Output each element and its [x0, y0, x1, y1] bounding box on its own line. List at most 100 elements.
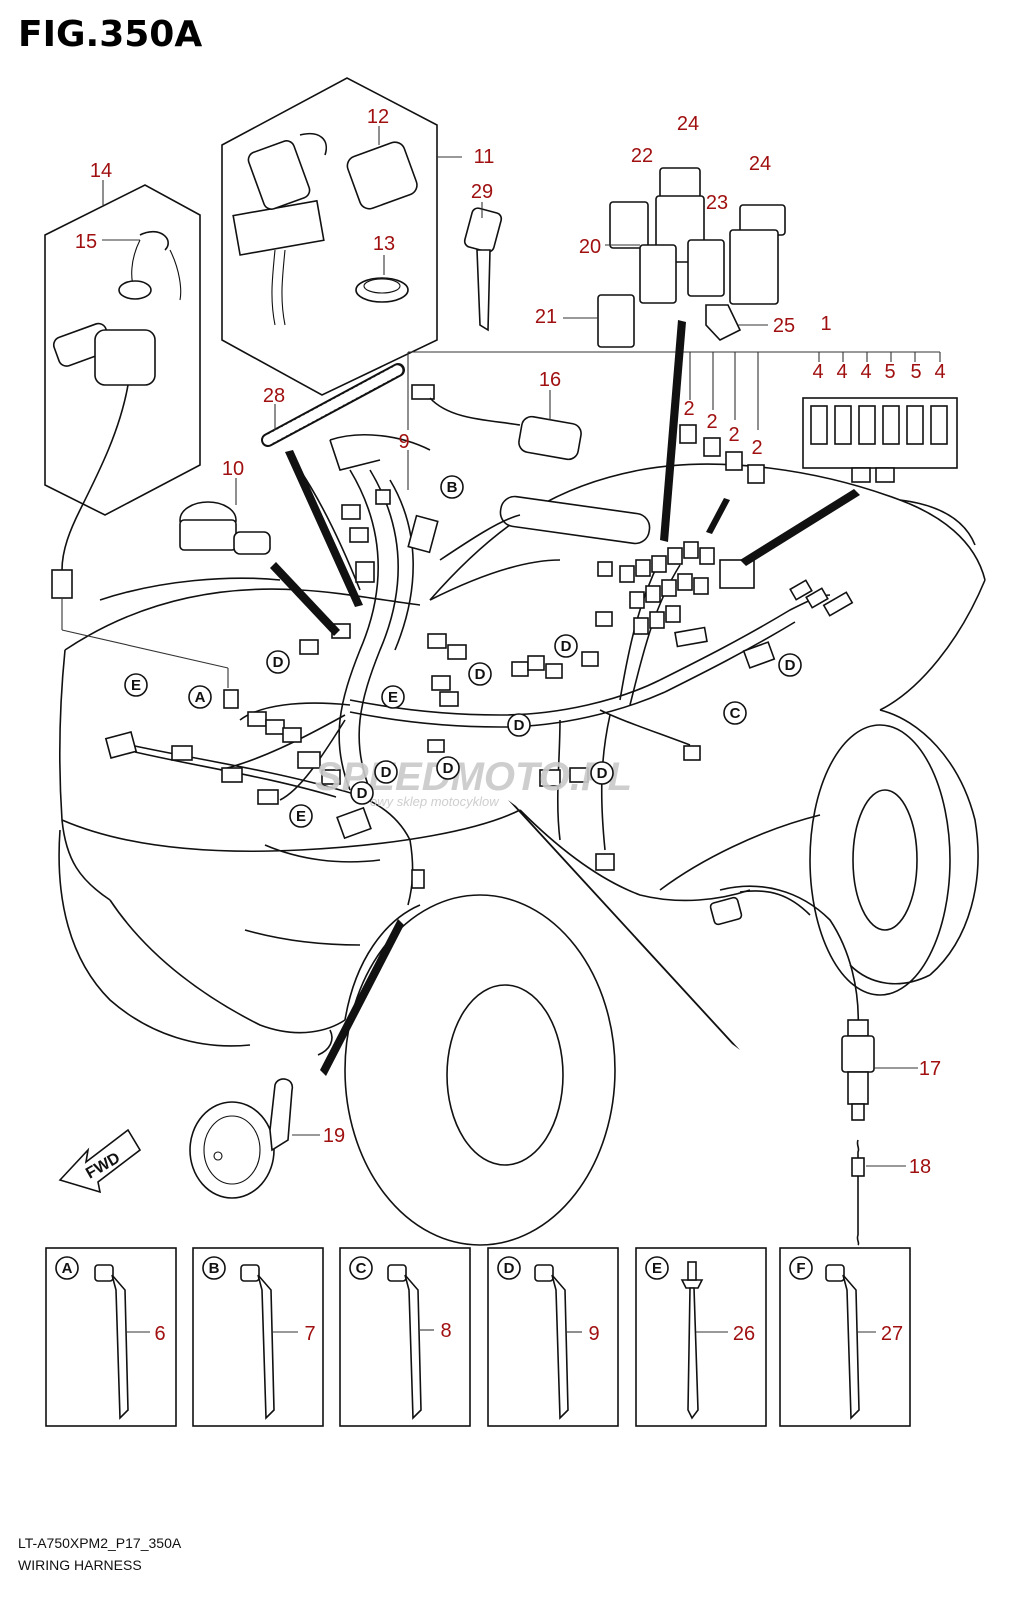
horn-19	[189, 1078, 320, 1199]
connector-marker-d-8: D	[778, 653, 802, 677]
callout-16-22: 16	[539, 369, 561, 391]
callout-26-33: 26	[733, 1323, 755, 1345]
svg-text:D: D	[785, 657, 796, 674]
connector-marker-b-16: B	[202, 1256, 226, 1280]
connector-marker-b-0: B	[440, 475, 464, 499]
svg-text:D: D	[561, 638, 572, 655]
callout-28-35: 28	[263, 385, 285, 407]
callout-6-12: 6	[154, 1323, 165, 1345]
throttle-16	[411, 384, 582, 461]
svg-text:D: D	[443, 760, 454, 777]
connector-marker-d-10: D	[436, 756, 460, 780]
connector-marker-d-14: D	[590, 761, 614, 785]
callout-4-5: 4	[934, 361, 945, 383]
key-29	[463, 207, 503, 332]
connector-marker-e-1: E	[124, 673, 148, 697]
svg-text:C: C	[356, 1260, 367, 1277]
clip-boxes	[45, 1247, 911, 1427]
svg-text:D: D	[273, 654, 284, 671]
connector-marker-e-12: E	[289, 804, 313, 828]
clip-c-drawing	[387, 1264, 422, 1420]
connector-marker-a-2: A	[188, 685, 212, 709]
callout-23-29: 23	[706, 192, 728, 214]
callout-4-4: 4	[860, 361, 871, 383]
fuses-2	[679, 424, 765, 484]
callout-17-23: 17	[919, 1058, 941, 1080]
connector-marker-d-6: D	[554, 634, 578, 658]
connector-marker-d-3: D	[266, 650, 290, 674]
callout-27-34: 27	[881, 1323, 903, 1345]
spring-18	[851, 1139, 906, 1246]
svg-text:A: A	[62, 1260, 73, 1277]
handlebar	[299, 434, 651, 601]
relays	[563, 167, 786, 348]
callout-22-28: 22	[631, 145, 653, 167]
callout-20-26: 20	[579, 236, 601, 258]
footer-code: LT-A750XPM2_P17_350A	[18, 1535, 182, 1551]
callout-10-16: 10	[222, 458, 244, 480]
callout-29-36: 29	[471, 181, 493, 203]
connector-marker-d-11: D	[350, 781, 374, 805]
callout-14-20: 14	[90, 160, 112, 182]
socket-10	[179, 501, 271, 555]
footer-name: WIRING HARNESS	[18, 1557, 142, 1573]
connector-marker-c-9: C	[723, 701, 747, 725]
clip-f-drawing	[825, 1264, 860, 1420]
fuse-box-1	[407, 351, 958, 490]
fwd-arrow: FWD	[58, 1128, 142, 1194]
clip-b-drawing	[240, 1264, 275, 1420]
watermark-tagline: owy sklep motocyklow	[370, 794, 500, 809]
connector-marker-a-15: A	[55, 1256, 79, 1280]
svg-text:F: F	[796, 1260, 805, 1277]
connector-marker-d-5: D	[468, 662, 492, 686]
connector-marker-e-4: E	[381, 685, 405, 709]
callout-7-13: 7	[304, 1323, 315, 1345]
callout-25-32: 25	[773, 315, 795, 337]
tube-28	[261, 363, 405, 447]
callout-4-3: 4	[836, 361, 847, 383]
connector-marker-d-13: D	[374, 760, 398, 784]
callout-9-15: 9	[588, 1323, 599, 1345]
clip-e-drawing	[680, 1261, 704, 1420]
leader-lines	[102, 126, 551, 505]
connector-marker-d-7: D	[507, 713, 531, 737]
callout-5-7: 5	[910, 361, 921, 383]
svg-text:A: A	[195, 689, 206, 706]
callout-2-11: 2	[751, 437, 762, 459]
clip-d-drawing	[534, 1264, 569, 1420]
callout-15-21: 15	[75, 231, 97, 253]
svg-text:B: B	[209, 1260, 220, 1277]
callout-2-9: 2	[706, 411, 717, 433]
kill-switch-box	[44, 184, 229, 688]
connector-marker-c-17: C	[349, 1256, 373, 1280]
figure-title: FIG.350A	[18, 14, 203, 55]
svg-text:E: E	[296, 808, 306, 825]
callout-11-17: 11	[474, 146, 495, 168]
svg-text:D: D	[475, 666, 486, 683]
svg-text:D: D	[381, 764, 392, 781]
svg-text:D: D	[597, 765, 608, 782]
callout-18-24: 18	[909, 1156, 931, 1178]
callout-21-27: 21	[535, 306, 557, 328]
svg-text:D: D	[514, 717, 525, 734]
pointer-lines	[270, 320, 860, 1076]
callout-24-31: 24	[749, 153, 771, 175]
atv-body-outline	[58, 463, 986, 1246]
callout-2-10: 2	[728, 424, 739, 446]
svg-text:E: E	[131, 677, 141, 694]
callout-19-25: 19	[323, 1125, 345, 1147]
svg-text:D: D	[504, 1260, 515, 1277]
connector-marker-f-20: F	[789, 1256, 813, 1280]
clip-a-drawing	[94, 1264, 129, 1420]
callout-5-6: 5	[884, 361, 895, 383]
svg-text:E: E	[388, 689, 398, 706]
callout-9-1: 9	[398, 431, 409, 453]
sensor-17	[709, 896, 918, 1121]
callout-4-2: 4	[812, 361, 823, 383]
svg-text:B: B	[447, 479, 458, 496]
harness-connectors	[104, 489, 854, 889]
connector-marker-e-19: E	[645, 1256, 669, 1280]
